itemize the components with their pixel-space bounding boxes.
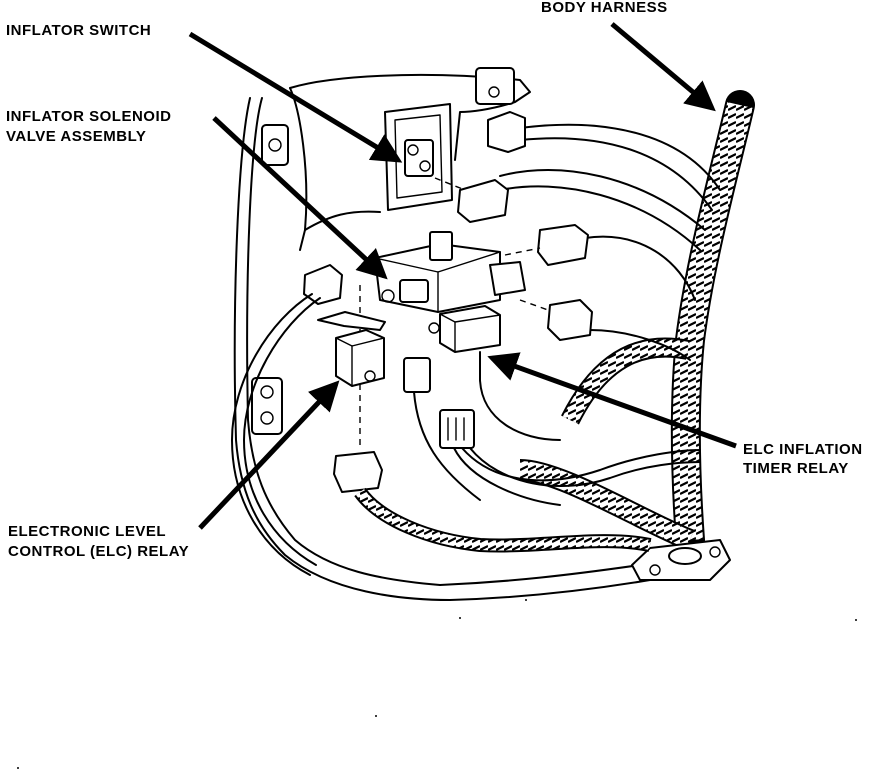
lower-harness [333, 357, 701, 553]
body-harness-conduit [519, 90, 755, 581]
label-body-harness: BODY HARNESS [541, 0, 668, 16]
upper-connectors [457, 111, 593, 341]
arrow-elc-timer-relay [487, 352, 737, 449]
label-inflator-solenoid-line2: VALVE ASSEMBLY [6, 128, 147, 145]
elc-relay-part [317, 311, 386, 387]
label-inflator-solenoid-line1: INFLATOR SOLENOID [6, 108, 172, 125]
inflator-switch-part [384, 103, 471, 211]
arrow-body-harness [610, 22, 716, 112]
label-elc-relay-line2: CONTROL (ELC) RELAY [8, 543, 190, 560]
arrow-elc-relay [198, 380, 340, 530]
arrow-inflator-solenoid [212, 116, 388, 280]
label-inflator-switch: INFLATOR SWITCH [6, 22, 152, 39]
upper-wires [499, 123, 721, 361]
left-wire-loop [231, 264, 343, 576]
arrow-inflator-switch [188, 31, 403, 163]
mounting-bracket [233, 67, 651, 601]
elc-timer-relay-part [428, 305, 561, 441]
label-elc-timer-line1: ELC INFLATION [743, 441, 863, 458]
label-elc-relay-line1: ELECTRONIC LEVEL [8, 523, 167, 540]
label-elc-timer-line2: TIMER RELAY [743, 460, 849, 477]
callout-arrows [188, 22, 737, 530]
inflator-solenoid-part [359, 231, 526, 450]
